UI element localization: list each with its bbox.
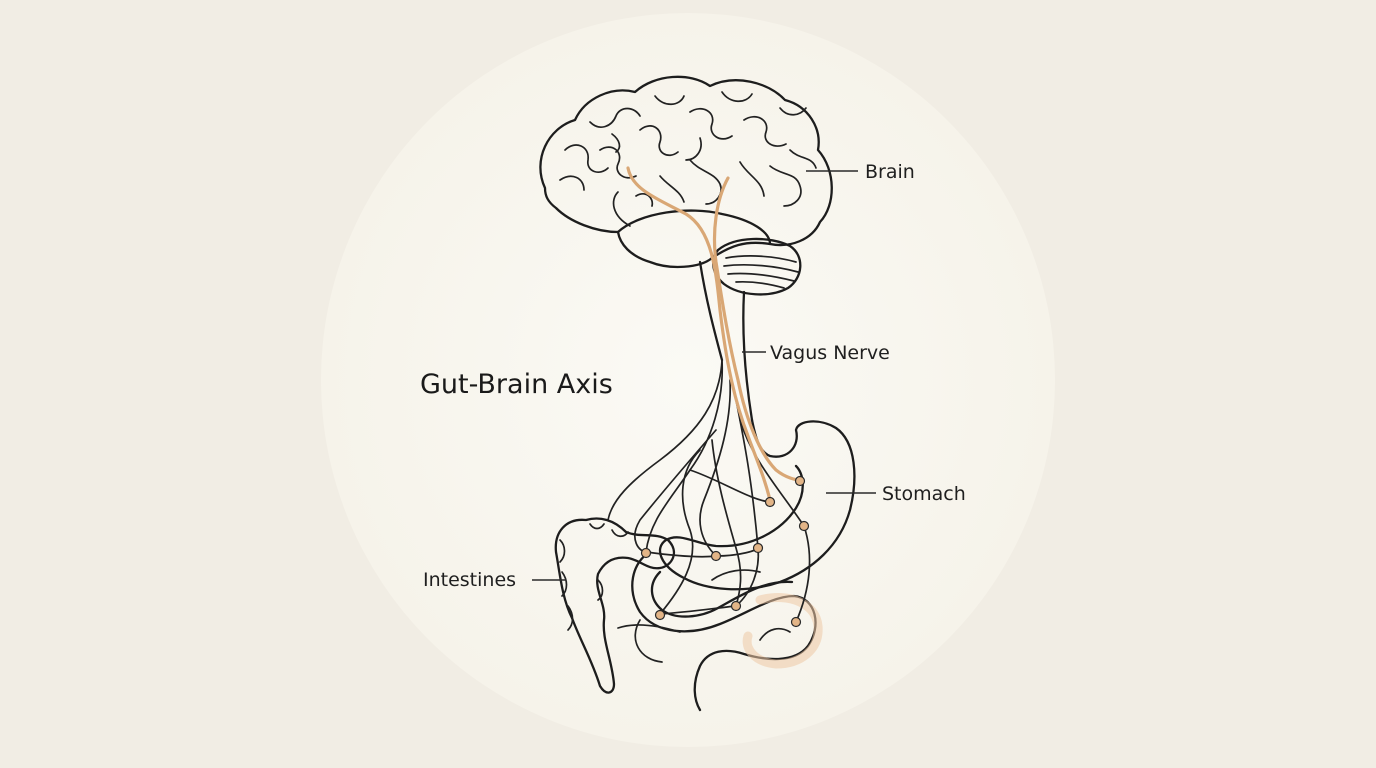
- leader-lines: [532, 170, 876, 581]
- brain-gyri: [559, 91, 817, 207]
- background-disc: [321, 13, 1055, 747]
- cerebellum-folds: [723, 255, 799, 289]
- vagus-nerve-label: Vagus Nerve: [770, 342, 890, 364]
- stomach-label: Stomach: [882, 483, 966, 505]
- intestine-warm-shade: [742, 593, 823, 669]
- nerve-network: [607, 359, 811, 623]
- brain-label: Brain: [865, 161, 915, 183]
- intestines-label: Intestines: [423, 569, 516, 591]
- brain-illustration: [539, 75, 833, 422]
- diagram-title: Gut-Brain Axis: [420, 369, 613, 400]
- vagus-nerve: [626, 166, 806, 508]
- nerve-nodes: [640, 520, 810, 628]
- colon-haustra: [559, 523, 629, 631]
